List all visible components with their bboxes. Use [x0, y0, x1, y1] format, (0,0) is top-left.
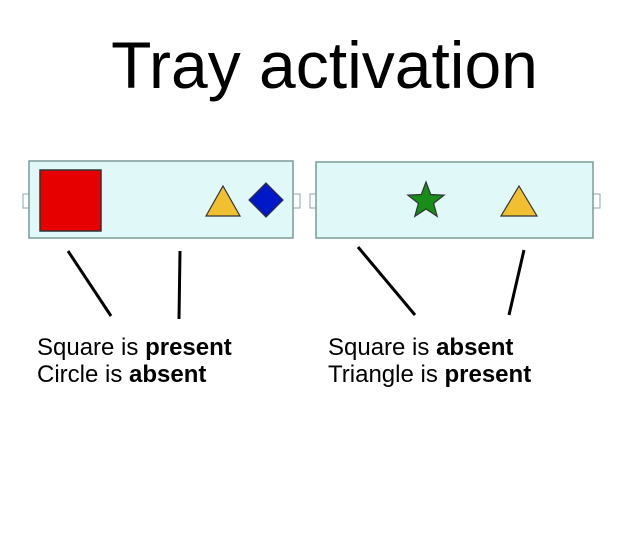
caption-left: Square is present Circle is absent: [37, 334, 232, 388]
caption-state: present: [444, 361, 532, 388]
caption-prefix: Triangle is: [328, 361, 445, 388]
caption-line: Circle is absent: [37, 361, 232, 388]
caption-right: Square is absent Triangle is present: [328, 334, 531, 388]
caption-prefix: Square is: [328, 334, 437, 361]
pointer-line: [66, 250, 113, 317]
star-shape: [406, 180, 446, 218]
triangle-shape: [499, 184, 539, 217]
diagram-title: Tray activation: [111, 28, 538, 102]
caption-prefix: Square is: [37, 334, 146, 361]
caption-state: absent: [436, 334, 514, 361]
diamond-shape: [248, 182, 284, 218]
square-shape: [39, 169, 102, 232]
tray-right-handle-right: [592, 193, 601, 209]
pointer-line: [177, 250, 182, 320]
caption-line: Triangle is present: [328, 361, 531, 388]
tray-left: [22, 160, 301, 239]
tray-left-handle-right: [292, 193, 301, 209]
triangle-shape: [204, 184, 242, 217]
caption-state: absent: [129, 361, 207, 388]
caption-line: Square is absent: [328, 334, 531, 361]
caption-state: present: [145, 334, 232, 361]
caption-prefix: Circle is: [37, 361, 130, 388]
pointer-line: [356, 246, 417, 316]
pointer-line: [507, 249, 526, 316]
caption-line: Square is present: [37, 334, 232, 361]
tray-right-body: [315, 161, 594, 239]
tray-right: [309, 161, 601, 239]
